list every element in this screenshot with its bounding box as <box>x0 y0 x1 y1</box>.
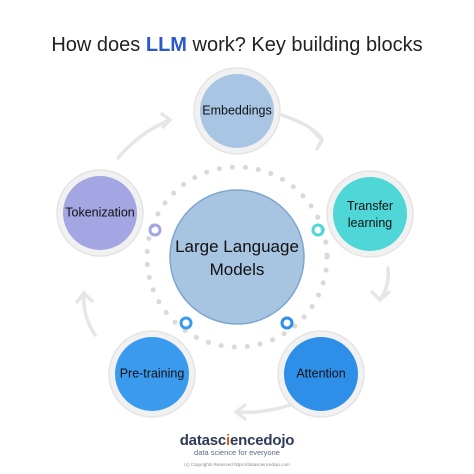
dotted-ring <box>144 164 330 350</box>
center-label-line2: Models <box>209 260 265 279</box>
brand-logo: datasciencedojo data science for everyon… <box>0 432 474 457</box>
node-transfer-learning-shape <box>326 170 414 258</box>
node-attention-shape <box>277 330 365 418</box>
node-tokenization-label: Tokenization <box>65 205 135 222</box>
cycle-arrow-tokenization-to-embeddings <box>116 118 172 160</box>
title-suffix: work? Key building blocks <box>186 34 423 56</box>
node-transfer-learning-label: Transfer learning <box>347 198 393 232</box>
node-attention-label: Attention <box>296 366 345 383</box>
node-label-line1: Embeddings <box>202 103 272 118</box>
copyright-text: (c) Copyrights Reserved https://datascie… <box>184 462 290 467</box>
accent-ring-bottom-right <box>280 316 294 330</box>
node-pre-training-shape <box>108 330 196 418</box>
arrowhead-5 <box>160 112 173 129</box>
brand-tagline: data science for everyone <box>194 448 280 457</box>
accent-ring-left <box>148 223 162 237</box>
title-prefix: How does <box>51 34 146 56</box>
center-label: Large Language Models <box>167 235 307 281</box>
arrowhead-1 <box>310 128 325 151</box>
arrowhead-3 <box>233 403 247 421</box>
cycle-arrow-pretraining-to-tokenization <box>81 291 97 337</box>
cycle-arrow-attention-to-pretraining <box>234 403 292 415</box>
title-highlight: LLM <box>145 34 187 56</box>
center-label-line1: Large Language <box>175 237 299 256</box>
accent-ring-right <box>311 223 325 237</box>
node-label-line2: learning <box>347 216 393 230</box>
cycle-arrows <box>75 112 391 421</box>
center-circle <box>169 189 305 325</box>
node-label-line1: Transfer <box>346 199 394 213</box>
page-title: How does LLM work? Key building blocks <box>0 34 474 57</box>
node-label-line1: Pre-training <box>119 366 185 381</box>
brand-name: datasciencedojo <box>0 432 474 449</box>
node-label-line1: Tokenization <box>65 205 135 220</box>
brand-name-accent: i <box>226 432 231 449</box>
node-embeddings-shape <box>193 67 281 155</box>
node-tokenization-shape <box>56 169 144 257</box>
node-label-line1: Attention <box>296 366 346 381</box>
arrowhead-2 <box>370 290 391 303</box>
accent-ring-bottom-left <box>179 316 193 330</box>
brand-name-part1: datasc <box>179 432 227 449</box>
arrowhead-4 <box>75 290 94 304</box>
node-pre-training-label: Pre-training <box>120 366 185 383</box>
node-embeddings-label: Embeddings <box>202 103 272 120</box>
brand-name-part2: encedojo <box>230 432 295 449</box>
